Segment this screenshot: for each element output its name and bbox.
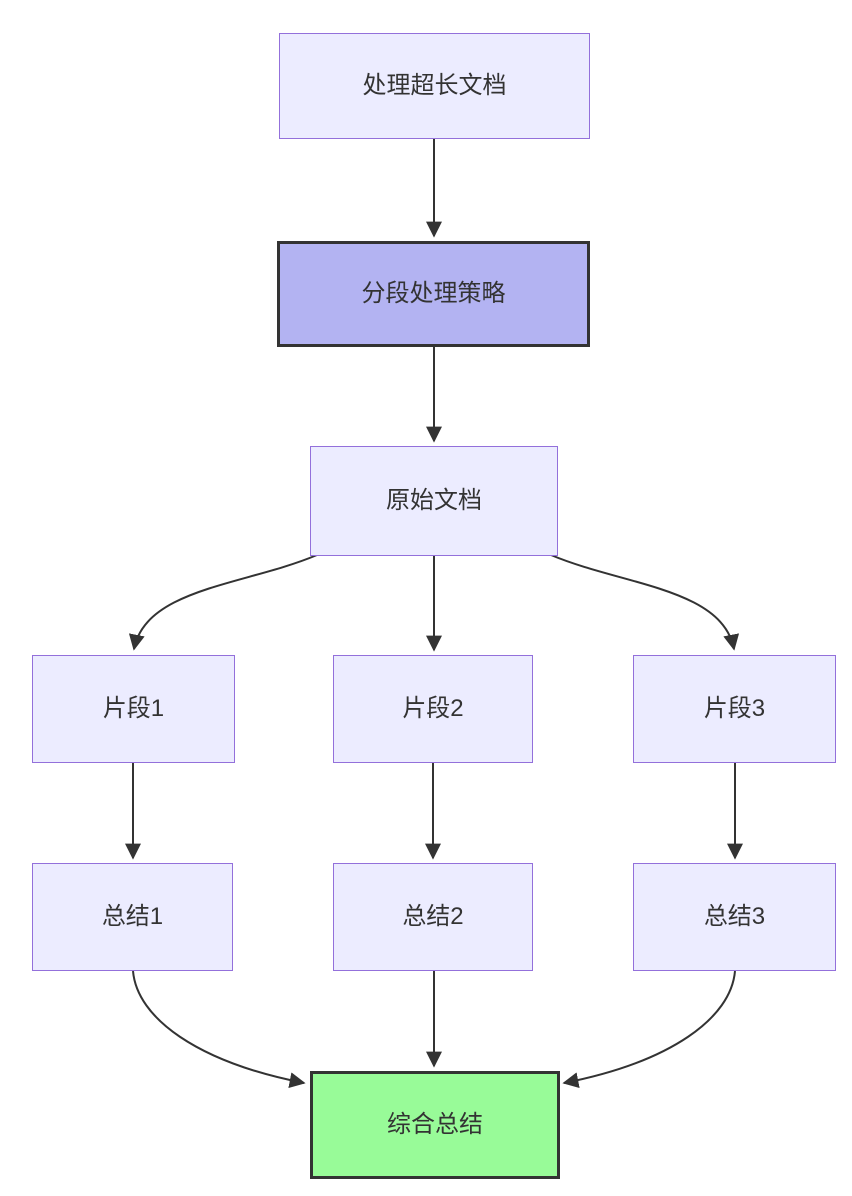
- edge-sum1-to-final: [132, 970, 306, 1089]
- node-final: 综合总结: [310, 1071, 560, 1179]
- edge-doc-to-seg3: [550, 554, 740, 651]
- node-sum3: 总结3: [633, 863, 836, 971]
- node-sum2: 总结2: [333, 863, 533, 971]
- node-sum1: 总结1: [32, 863, 233, 971]
- node-seg3: 片段3: [633, 655, 836, 763]
- node-doc: 原始文档: [310, 446, 558, 556]
- edge-sum3-to-final: [562, 970, 736, 1089]
- edge-doc-to-seg1: [128, 554, 318, 651]
- node-seg2: 片段2: [333, 655, 533, 763]
- node-seg1: 片段1: [32, 655, 235, 763]
- node-strategy: 分段处理策略: [277, 241, 590, 347]
- node-title: 处理超长文档: [279, 33, 590, 139]
